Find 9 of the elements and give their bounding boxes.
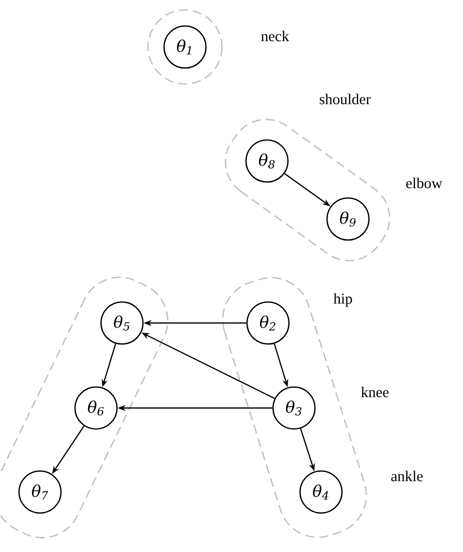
joint-label: elbow: [406, 178, 442, 188]
group-outline: [224, 118, 390, 262]
group-outline: [0, 276, 168, 538]
group-outline: [147, 9, 223, 85]
joint-label: shoulder: [320, 94, 371, 104]
joint-label: knee: [361, 386, 389, 398]
joint-label: hip: [334, 293, 352, 307]
joint-label: ankle: [391, 470, 423, 482]
joint-label: neck: [261, 30, 290, 42]
